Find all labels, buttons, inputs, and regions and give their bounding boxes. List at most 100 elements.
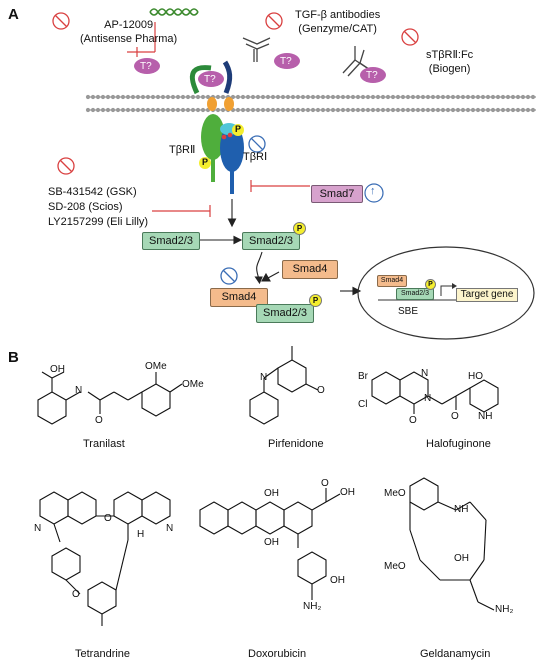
membrane-bead	[380, 107, 386, 113]
stbr-label: sTβRⅡ:Fc (Biogen)	[426, 48, 473, 76]
geldanamycin-meo1: MeO	[384, 488, 406, 499]
halofuginone-ho: HO	[468, 371, 483, 382]
membrane-bead	[375, 107, 381, 113]
membrane-bead	[360, 94, 366, 100]
phospho-label-receptor-2: P	[202, 157, 209, 167]
antibodies-company: (Genzyme/CAT)	[298, 23, 377, 35]
membrane-bead	[390, 94, 396, 100]
antibodies-name: TGF-β antibodies	[295, 9, 381, 21]
halofuginone-o1: O	[409, 415, 417, 426]
membrane-bead	[270, 107, 276, 113]
phospho-badge-complex: P	[309, 294, 322, 307]
ap12009-name: AP-12009	[104, 19, 154, 31]
membrane-bead	[170, 107, 176, 113]
ap12009-label: AP-12009 (Antisense Pharma)	[80, 18, 177, 46]
membrane-bead	[375, 94, 381, 100]
pirfenidone-n: N	[260, 372, 268, 383]
membrane-bead	[505, 94, 511, 100]
prohibition-icon-small-molecules	[57, 157, 75, 175]
halofuginone-n1: N	[421, 368, 429, 379]
membrane-bead	[195, 107, 201, 113]
membrane-bead	[105, 107, 111, 113]
membrane-bead	[455, 94, 461, 100]
membrane-bead	[165, 94, 171, 100]
prohibition-icon-antibodies	[265, 12, 283, 30]
membrane-bead	[190, 94, 196, 100]
membrane-bead	[185, 107, 191, 113]
halofuginone-cl: Cl	[358, 399, 368, 410]
membrane-bead	[530, 94, 536, 100]
membrane-bead	[410, 94, 416, 100]
membrane-bead	[215, 94, 221, 100]
membrane-bead	[115, 107, 121, 113]
membrane-bead	[440, 94, 446, 100]
membrane-bead	[450, 94, 456, 100]
tetrandrine-o2: O	[72, 589, 80, 600]
membrane-bead	[90, 107, 96, 113]
membrane-bead	[195, 94, 201, 100]
membrane-bead	[470, 107, 476, 113]
receptor-complex	[189, 60, 244, 194]
pirfenidone-structure	[249, 346, 319, 425]
membrane-bead	[520, 94, 526, 100]
doxorubicin-o: O	[321, 478, 329, 489]
membrane-bead	[385, 107, 391, 113]
membrane-bead	[355, 94, 361, 100]
membrane-bead	[310, 107, 316, 113]
nucleus-phospho: P	[425, 279, 436, 290]
ligand-ellipses	[134, 53, 386, 87]
membrane-bead	[265, 107, 271, 113]
membrane-bead	[90, 94, 96, 100]
membrane-bead	[310, 94, 316, 100]
membrane-bead	[175, 94, 181, 100]
doxorubicin-oh4: OH	[330, 575, 345, 586]
membrane-bead	[370, 94, 376, 100]
membrane-bead	[335, 94, 341, 100]
membrane-bead	[405, 107, 411, 113]
prohibition-icon-stbr	[401, 28, 419, 46]
membrane-bead	[120, 107, 126, 113]
smad4-box-free: Smad4	[282, 260, 338, 279]
membrane-bead	[220, 107, 226, 113]
geldanamycin-oh: OH	[454, 553, 469, 564]
membrane-bead	[95, 107, 101, 113]
membrane-bead	[460, 107, 466, 113]
halofuginone-o2: O	[451, 411, 459, 422]
membrane-bead	[135, 107, 141, 113]
membrane-bead	[200, 107, 206, 113]
membrane-bead	[325, 94, 331, 100]
membrane-bead	[235, 107, 241, 113]
membrane-bead	[110, 107, 116, 113]
membrane-bead	[175, 107, 181, 113]
membrane-bead	[290, 94, 296, 100]
membrane-bead	[430, 107, 436, 113]
doxorubicin-oh2: OH	[264, 537, 279, 548]
membrane-bead	[245, 107, 251, 113]
membrane-bead	[125, 107, 131, 113]
membrane-bead	[160, 94, 166, 100]
membrane-bead	[465, 94, 471, 100]
membrane-bead	[435, 107, 441, 113]
phospho-label-receptor-1: P	[235, 124, 242, 134]
membrane-bead	[415, 94, 421, 100]
membrane-bead	[190, 107, 196, 113]
membrane-bead	[480, 107, 486, 113]
membrane-bead	[380, 94, 386, 100]
membrane-bead	[410, 107, 416, 113]
doxorubicin-oh3: OH	[340, 487, 355, 498]
tranilast-label: Tranilast	[83, 438, 125, 450]
ligand-label-4: T?	[366, 70, 378, 81]
membrane-bead	[275, 107, 281, 113]
doxorubicin-oh1: OH	[264, 488, 279, 499]
doxorubicin-label: Doxorubicin	[248, 648, 307, 660]
membrane-bead	[135, 94, 141, 100]
membrane-bead	[515, 107, 521, 113]
membrane-bead	[425, 94, 431, 100]
membrane-bead	[275, 94, 281, 100]
membrane-bead	[265, 94, 271, 100]
membrane-bead	[325, 107, 331, 113]
membrane-bead	[515, 94, 521, 100]
geldanamycin-meo2: MeO	[384, 561, 406, 572]
geldanamycin-nh: NH	[454, 504, 469, 515]
